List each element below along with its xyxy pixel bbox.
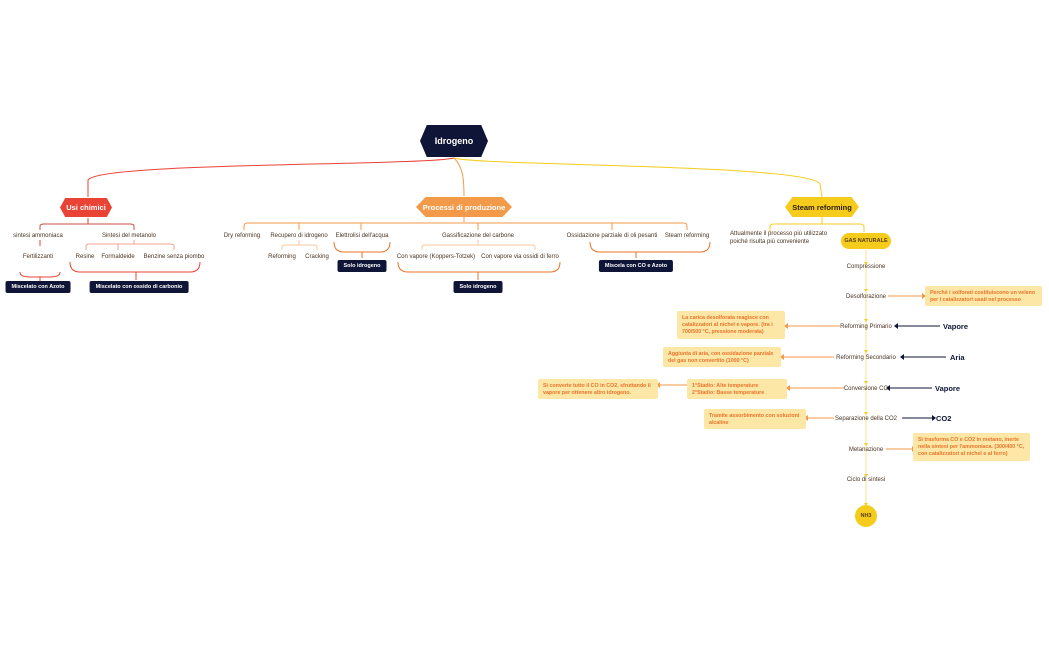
node-dry-reforming[interactable]: Dry reforming xyxy=(223,233,261,239)
note-converte-co[interactable]: Si converte tutto il CO in CO2, sfruttan… xyxy=(538,379,658,399)
step-conversione-co[interactable]: Conversione CO xyxy=(843,386,889,392)
node-fertilizzanti[interactable]: Fertilizzanti xyxy=(22,254,54,260)
branch-processi[interactable]: Processi di produzione xyxy=(416,197,512,217)
node-intro-steam[interactable]: Attualmente il processo più utilizzato p… xyxy=(730,231,828,245)
tag-solo-idrogeno-2[interactable]: Solo idrogeno xyxy=(453,281,503,293)
node-ossidi-ferro[interactable]: Con vapore via ossidi di ferro xyxy=(481,254,559,260)
node-koppers[interactable]: Con vapore (Koppers-Totzek) xyxy=(396,254,476,260)
input-vapore-2[interactable]: Vapore xyxy=(935,384,961,393)
step-ciclo-sintesi[interactable]: Ciclo di sintesi xyxy=(846,477,886,483)
node-recupero-idrogeno[interactable]: Recupero di idrogeno xyxy=(270,233,328,239)
note-metanazione[interactable]: Si trasforma CO e CO2 in metano, inerte … xyxy=(913,433,1030,461)
step-separazione-co2[interactable]: Separazione della CO2 xyxy=(834,416,898,422)
note-reforming-secondario[interactable]: Aggiunta di aria, con ossidazione parzia… xyxy=(663,347,781,367)
node-sintesi-metanolo[interactable]: Sintesi del metanolo xyxy=(101,233,157,239)
tag-solo-idrogeno-1[interactable]: Solo idrogeno xyxy=(337,260,387,272)
node-gas-naturale[interactable]: GAS NATURALE xyxy=(841,233,891,249)
node-cracking[interactable]: Cracking xyxy=(305,254,329,260)
node-gassificazione[interactable]: Gassificazione del carbone xyxy=(441,233,515,239)
note-stadi-temperatura[interactable]: 1°Stadio: Alte temperature 2°Stadio: Bas… xyxy=(687,379,787,399)
node-resine[interactable]: Resine xyxy=(75,254,95,260)
branch-usi-chimici[interactable]: Usi chimici xyxy=(60,198,112,217)
step-metanazione[interactable]: Metanazione xyxy=(848,447,884,453)
node-ossidazione-parziale[interactable]: Ossidazione parziale di oli pesanti xyxy=(566,233,658,239)
note-reforming-primario[interactable]: La carica desolforata reagisce con catal… xyxy=(677,311,785,339)
root-node[interactable]: Idrogeno xyxy=(420,125,488,157)
step-desolforazione[interactable]: Desolforazione xyxy=(845,294,887,300)
step-reforming-primario[interactable]: Reforming Primario xyxy=(840,324,892,330)
node-sintesi-ammoniaca[interactable]: sintesi ammoniaca xyxy=(13,233,63,239)
node-benzine[interactable]: Benzine senza piombo xyxy=(143,254,205,260)
node-formaldeide[interactable]: Formaldeide xyxy=(101,254,135,260)
step-compressione[interactable]: Compressione xyxy=(846,264,886,270)
input-aria[interactable]: Aria xyxy=(950,353,965,362)
node-steam-reforming-proc[interactable]: Steam reforming xyxy=(664,233,710,239)
tag-miscelato-ossido[interactable]: Miscelato con ossido di carbonio xyxy=(89,281,189,293)
output-co2[interactable]: CO2 xyxy=(936,414,952,423)
note-assorbimento[interactable]: Tramite assorbimento con soluzioni alcal… xyxy=(704,409,806,429)
input-vapore-1[interactable]: Vapore xyxy=(943,322,969,331)
node-nh3[interactable]: NH3 xyxy=(855,505,877,527)
branch-steam-reforming[interactable]: Steam reforming xyxy=(785,197,859,217)
node-elettrolisi[interactable]: Elettrolisi dell'acqua xyxy=(335,233,389,239)
step-reforming-secondario[interactable]: Reforming Secondario xyxy=(836,355,896,361)
tag-miscela-co-azoto[interactable]: Miscela con CO e Azoto xyxy=(598,260,674,272)
tag-miscelato-azoto[interactable]: Miscelato con Azoto xyxy=(5,281,71,293)
note-desolforazione[interactable]: Perché i solforati costituiscono un vele… xyxy=(925,286,1042,306)
node-reforming[interactable]: Reforming xyxy=(268,254,296,260)
